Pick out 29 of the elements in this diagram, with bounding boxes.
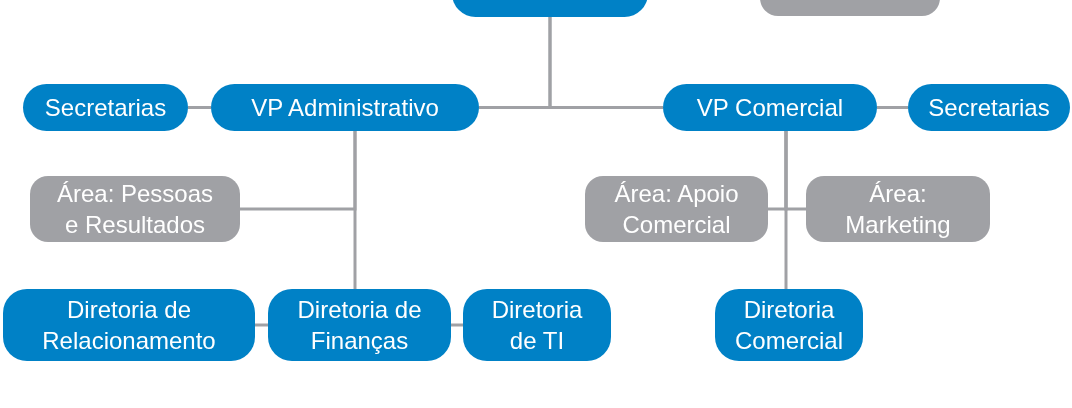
connector-line: [451, 323, 463, 327]
role-box: [463, 289, 611, 361]
connector-line: [188, 106, 211, 109]
role-box: [23, 84, 188, 131]
connector-line: [877, 106, 908, 109]
role-box: [268, 289, 451, 361]
connector-line: [353, 131, 357, 289]
node-label: VP Administrativo: [251, 92, 439, 123]
node-label: Diretoria Comercial: [734, 294, 844, 356]
area-box: [806, 176, 990, 242]
node-label: Secretarias: [44, 92, 167, 123]
area-box: [30, 176, 240, 242]
node-label: Área: Pessoas e Resultados: [55, 178, 215, 240]
area-box: [585, 176, 768, 242]
node-label: VP Comercial: [696, 92, 844, 123]
node-label: Diretoria de Finanças: [296, 294, 423, 356]
connector-line: [255, 323, 268, 327]
connector-line: [784, 131, 788, 289]
role-box: [715, 289, 863, 361]
role-box: [211, 84, 479, 131]
connector-line: [548, 17, 663, 109]
node-label: Área: Marketing: [844, 178, 952, 240]
node-label: Diretoria de Relacionamento: [41, 294, 217, 356]
node-label: Área: Apoio Comercial: [613, 178, 740, 240]
role-box: [908, 84, 1070, 131]
node-label: Secretarias: [928, 92, 1050, 123]
role-box: [3, 289, 255, 361]
role-box: [663, 84, 877, 131]
node-label: Diretoria de TI: [490, 294, 584, 356]
